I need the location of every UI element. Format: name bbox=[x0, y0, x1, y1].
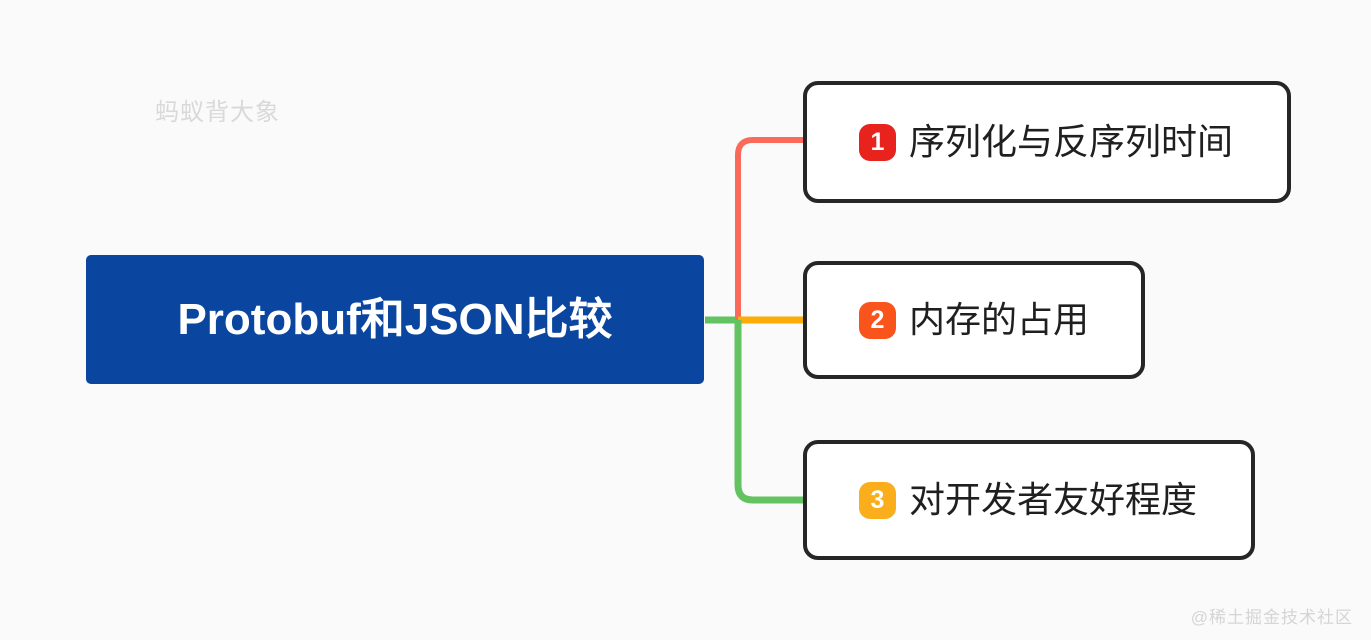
branch-content: 1 序列化与反序列时间 bbox=[859, 121, 1234, 162]
branch-number-badge-2: 2 bbox=[859, 301, 896, 339]
branch-node-2[interactable]: 2 内存的占用 bbox=[803, 261, 1145, 379]
watermark-bottom-right: @稀土掘金技术社区 bbox=[1190, 608, 1353, 627]
branch-node-1[interactable]: 1 序列化与反序列时间 bbox=[803, 81, 1291, 203]
branch-label-3: 对开发者友好程度 bbox=[909, 479, 1198, 520]
branch-content: 3 对开发者友好程度 bbox=[859, 479, 1198, 520]
branch-content: 2 内存的占用 bbox=[859, 299, 1090, 340]
branch-number-badge-3: 3 bbox=[859, 481, 896, 519]
connector-branch-3 bbox=[734, 320, 803, 504]
branch-label-2: 内存的占用 bbox=[909, 299, 1090, 340]
branch-node-3[interactable]: 3 对开发者友好程度 bbox=[803, 440, 1255, 560]
root-node-label: Protobuf和JSON比较 bbox=[177, 294, 613, 344]
watermark-top-left: 蚂蚁背大象 bbox=[155, 99, 280, 126]
branch-number-badge-1: 1 bbox=[859, 123, 896, 161]
root-node[interactable]: Protobuf和JSON比较 bbox=[86, 255, 704, 384]
branch-label-1: 序列化与反序列时间 bbox=[909, 121, 1234, 162]
connector-branch-1 bbox=[735, 137, 803, 320]
